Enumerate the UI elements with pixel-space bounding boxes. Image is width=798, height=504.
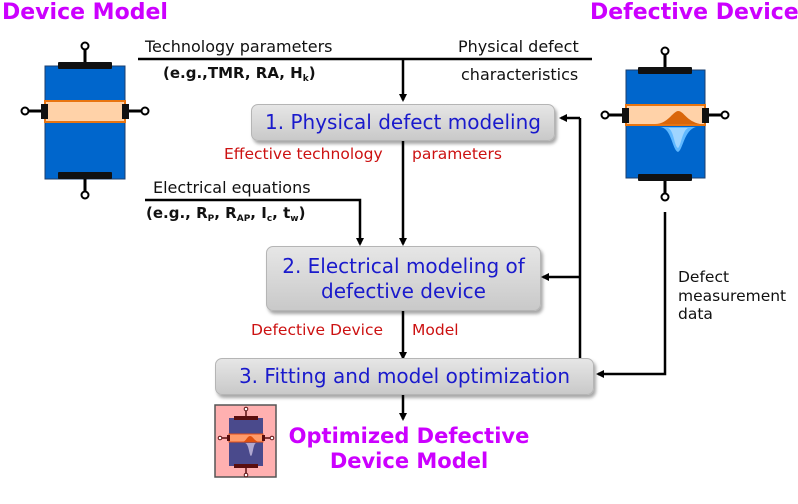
technology-examples-suffix: ) (308, 64, 316, 82)
physical-defect-label: Physical defect (458, 37, 579, 56)
defect-measurement-line1: Defect (678, 268, 730, 286)
effective-technology-label: Effective technology (224, 145, 383, 163)
ee-sub-4: w (290, 214, 299, 224)
step-2-electrical-modeling: 2. Electrical modeling of defective devi… (266, 246, 541, 311)
technology-examples-text: (e.g.,TMR, RA, H (163, 64, 303, 82)
defect-measurement-line2: measurement (678, 286, 787, 305)
parameters-label: parameters (412, 145, 502, 163)
defective-device-title: Defective Device (590, 0, 798, 25)
technology-parameters-label: Technology parameters (145, 37, 333, 56)
defect-measurement-label: Defect measurement data (678, 268, 786, 324)
step-1-label: 1. Physical defect modeling (265, 110, 541, 135)
optimized-title-line2: Device Model (329, 448, 489, 473)
arrow-electrical-to-step2 (145, 198, 364, 246)
defective-device-flow-label: Defective Device (251, 321, 384, 339)
electrical-equations-label: Electrical equations (153, 178, 311, 197)
physical-defect-characteristics-label: characteristics (461, 65, 579, 84)
arrow-measurement-to-step3 (596, 212, 667, 378)
optimized-title-line1: Optimized Defective (288, 424, 530, 448)
ee-text-4: , t (272, 204, 291, 222)
defective-device-icon (600, 46, 730, 202)
optimized-defective-device-model-title: Optimized Defective Device Model (284, 424, 534, 474)
step-2-label-line1: 2. Electrical modeling of (282, 254, 525, 279)
technology-examples-label: (e.g.,TMR, RA, Hk) (163, 64, 316, 84)
device-model-icon (20, 41, 150, 200)
defect-measurement-line3: data (678, 305, 713, 324)
ee-text-2: , R (214, 204, 237, 222)
ee-text-1: (e.g., R (146, 204, 208, 222)
device-model-title: Device Model (2, 0, 168, 25)
technology-examples-sub: k (302, 74, 309, 84)
ee-sub-3: c (266, 214, 273, 224)
electrical-examples-label: (e.g., RP, RAP, Ic, tw) (146, 204, 305, 224)
step-1-physical-defect-modeling: 1. Physical defect modeling (251, 104, 555, 141)
step-3-label: 3. Fitting and model optimization (238, 364, 571, 389)
ee-sub-2: AP (236, 214, 251, 224)
optimized-device-icon (214, 404, 277, 478)
step-3-fitting-optimization: 3. Fitting and model optimization (215, 358, 594, 395)
step-2-label-line2: defective device (321, 278, 486, 303)
ee-text-5: ) (298, 204, 306, 222)
model-flow-label: Model (412, 321, 459, 339)
ee-text-3: , I (250, 204, 267, 222)
ee-sub-1: P (207, 214, 215, 224)
